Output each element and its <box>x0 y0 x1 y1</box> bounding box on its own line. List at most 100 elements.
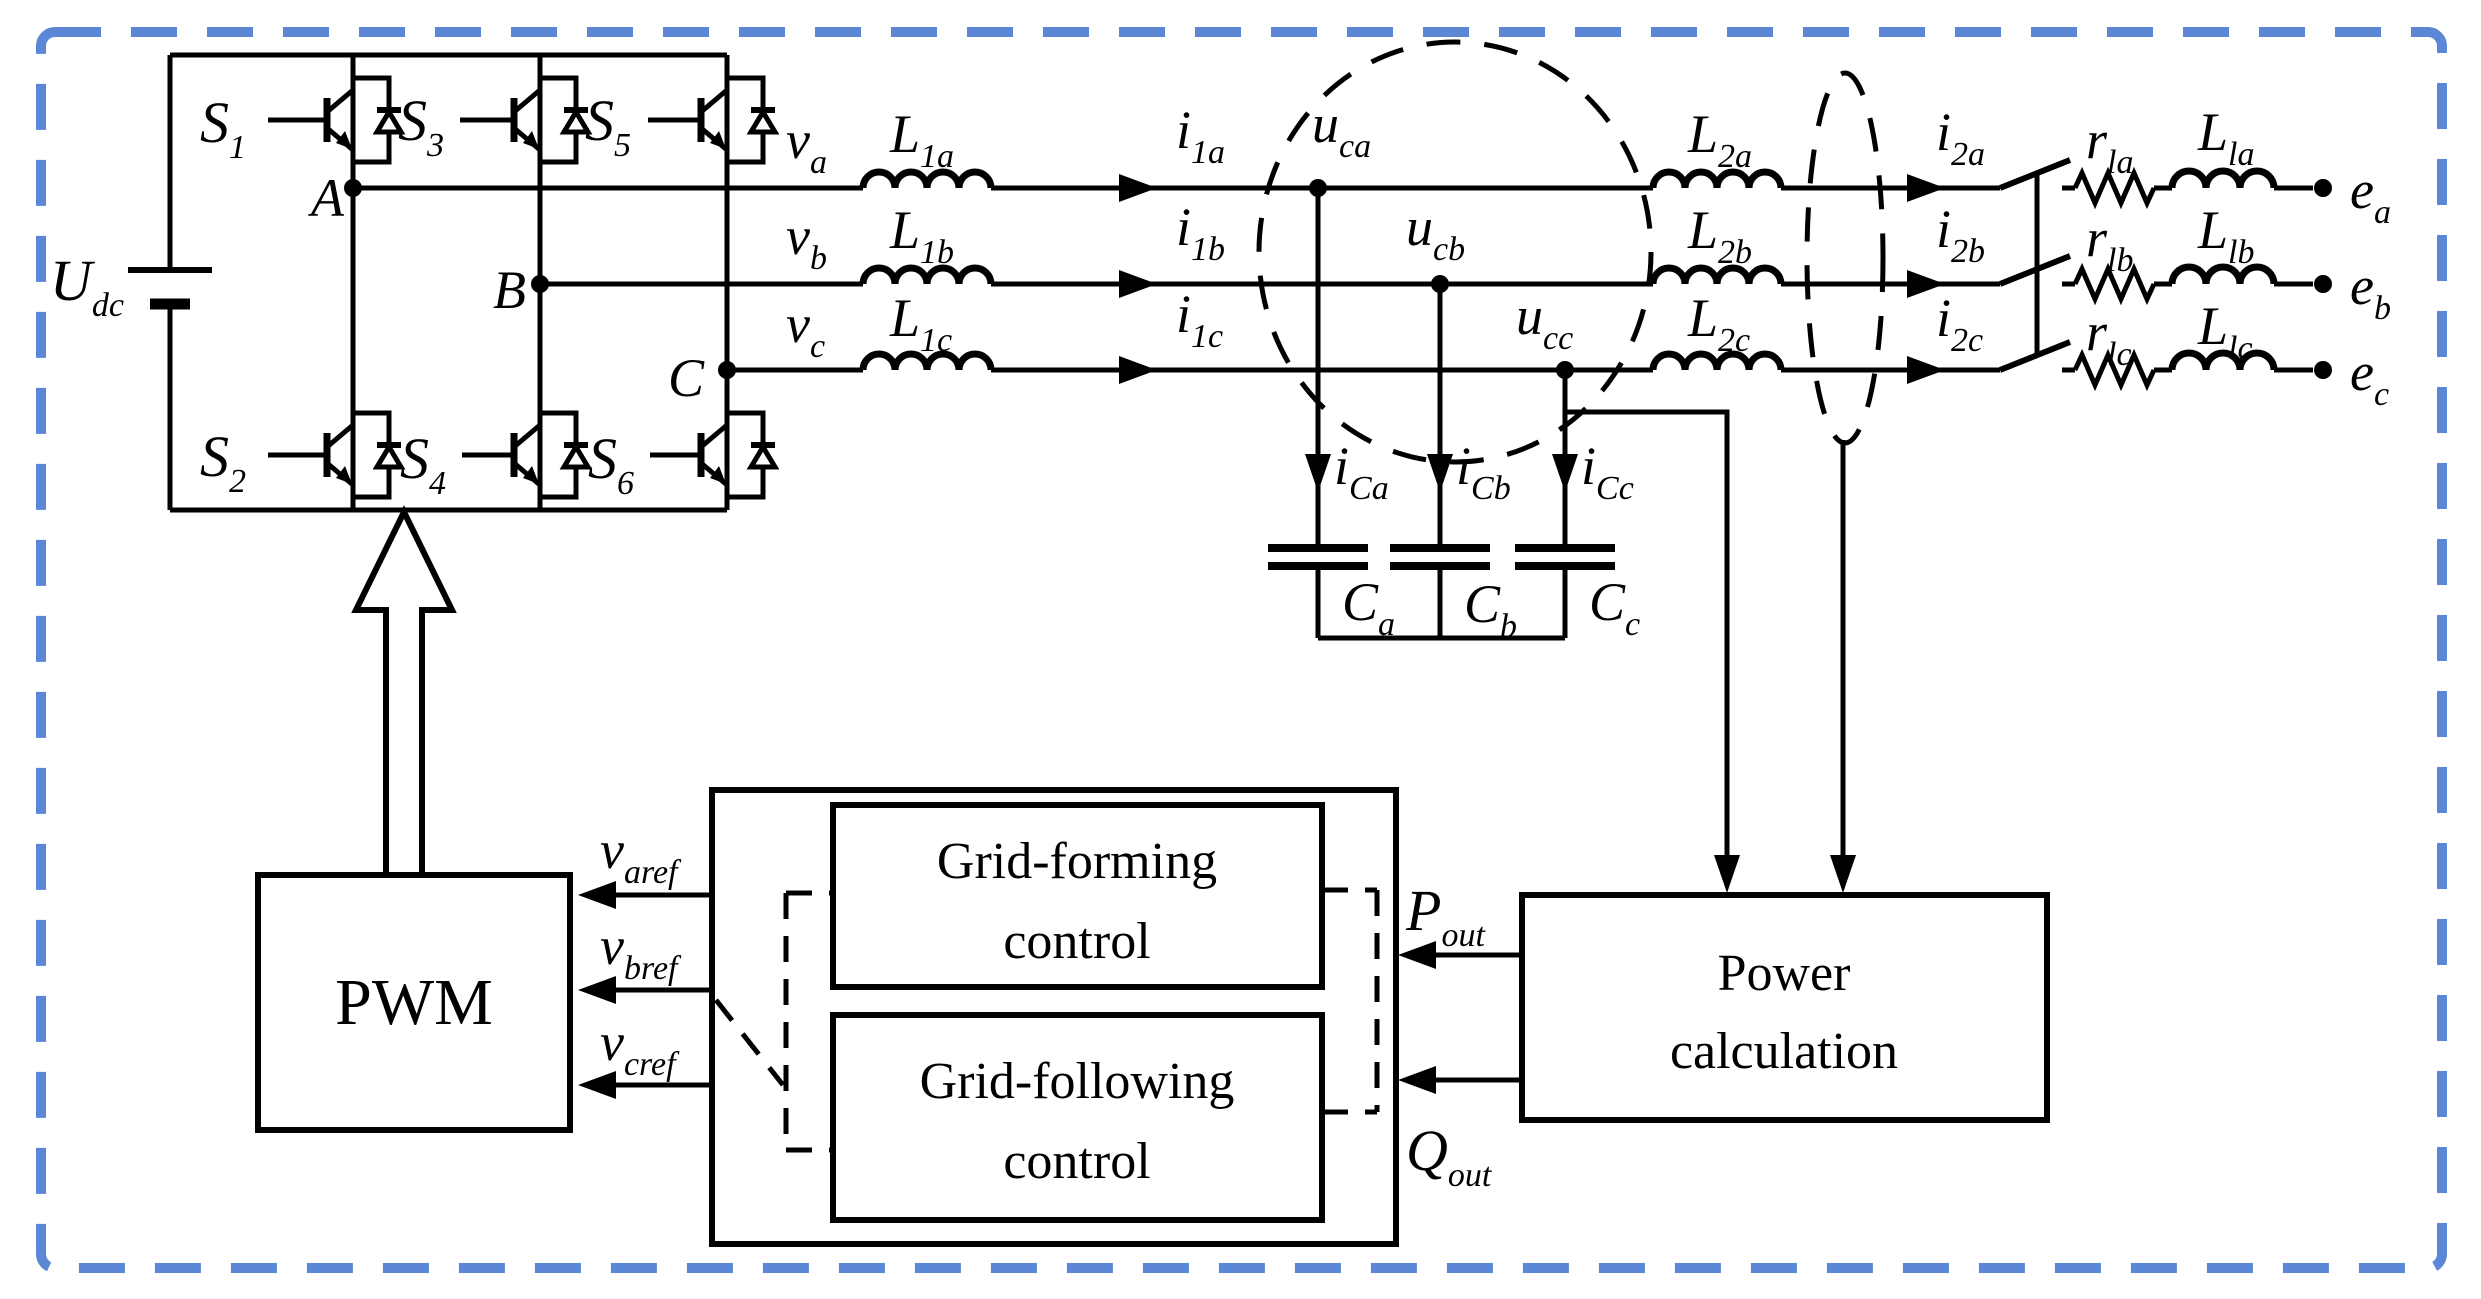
i1b-label: i1b <box>1176 197 1225 268</box>
i2a-label: i2a <box>1936 102 1985 173</box>
ucc-label: ucc <box>1516 286 1573 357</box>
lla-label: Lla <box>2197 102 2255 173</box>
s6-label: S6 <box>588 426 634 502</box>
icc-label: iCc <box>1581 436 1634 507</box>
i1c-label: i1c <box>1176 284 1223 355</box>
filter-capacitor-bank <box>1268 188 1615 641</box>
battery-symbol <box>128 267 212 310</box>
grid-breaker <box>1998 157 2072 373</box>
igbt-s4 <box>514 413 588 497</box>
grid-following-block <box>830 1012 1325 1223</box>
vc-label: vc <box>786 294 825 365</box>
inductor-l2a <box>1653 172 1781 188</box>
varef-arrowhead <box>578 881 616 909</box>
grid-terminal-a-dot <box>2314 179 2332 197</box>
s5-label: S5 <box>585 88 631 164</box>
node-c-label: C <box>668 348 705 408</box>
cap-current-arrow-b <box>1427 454 1453 492</box>
figure-frame <box>36 27 2447 1273</box>
mode-selector-switch <box>714 887 1380 1153</box>
selector-left-stubs <box>786 890 833 1153</box>
pwm-block-label: PWM <box>335 966 493 1039</box>
ucb-label: ucb <box>1406 197 1465 268</box>
grid-forming-label-line2: control <box>1003 913 1150 970</box>
capacitor-ca <box>1268 548 1368 566</box>
pout-arrowhead <box>1398 941 1436 969</box>
inductor-l2b <box>1653 268 1781 284</box>
pwm-block <box>255 872 573 1133</box>
l2a-label: L2a <box>1687 104 1752 175</box>
i2c-label: i2c <box>1936 288 1983 359</box>
l1a-label: L1a <box>889 104 954 175</box>
grid-terminal-b-dot <box>2314 275 2332 293</box>
measurement-feed-lines <box>1565 409 1856 893</box>
current-measurement-ellipse <box>1804 70 1886 446</box>
selector-right-stubs <box>1322 887 1377 1115</box>
grid-forming-label-line1: Grid-forming <box>937 833 1217 890</box>
pq-shafts <box>1436 952 1522 1083</box>
vref-shafts <box>616 892 712 1088</box>
phase-lines <box>353 171 2332 385</box>
qout-arrowhead <box>1398 1066 1436 1094</box>
power-calculation-label-line1: Power <box>1718 945 1851 1002</box>
l1c-label: L1c <box>889 288 952 359</box>
capacitor-cc <box>1515 548 1615 566</box>
l1b-label: L1b <box>889 200 954 271</box>
selector-blade <box>714 998 785 1087</box>
cb-label: Cb <box>1464 574 1517 645</box>
current-arrow-i1b <box>1119 270 1157 298</box>
l2b-label: L2b <box>1687 200 1752 271</box>
inductor-l2c <box>1653 354 1781 370</box>
vb-label: vb <box>786 206 827 277</box>
current-arrow-i2c <box>1907 356 1945 384</box>
s1-label: S1 <box>200 90 246 166</box>
reference-signal-arrows <box>578 881 712 1099</box>
ica-label: iCa <box>1334 436 1389 507</box>
rlc-label: rlc <box>2086 302 2132 373</box>
current-arrow-i2a <box>1907 174 1945 202</box>
vcref-arrowhead <box>578 1071 616 1099</box>
inductor-llb <box>2172 267 2274 284</box>
pwm-gate-signal-arrow <box>351 505 457 878</box>
icb-label: iCb <box>1456 436 1511 507</box>
vbref-arrowhead <box>578 976 616 1004</box>
llc-label: Llc <box>2197 296 2253 367</box>
uca-label: uca <box>1312 94 1371 165</box>
igbt-s1 <box>327 78 401 162</box>
igbt-s2 <box>327 413 401 497</box>
gate-leads <box>268 117 701 458</box>
cap-current-arrow-a <box>1305 454 1331 492</box>
ec-label: ec <box>2350 342 2389 413</box>
grid-forming-block <box>830 802 1325 990</box>
grid-following-label-line1: Grid-following <box>920 1053 1235 1110</box>
voltage-measurement-ellipse <box>1256 39 1654 465</box>
voltage-feed-line <box>1565 409 1730 860</box>
power-calculation-label-line2: calculation <box>1670 1023 1898 1080</box>
pout-label: Pout <box>1405 878 1486 954</box>
vcref-label: vcref <box>600 1012 680 1083</box>
grid-following-label-line2: control <box>1003 1133 1150 1190</box>
grid-terminal-c-dot <box>2314 361 2332 379</box>
udc-label: Udc <box>50 248 124 324</box>
eb-label: eb <box>2350 256 2391 327</box>
varef-label: varef <box>600 820 682 891</box>
ca-label: Ca <box>1342 572 1395 643</box>
llb-label: Llb <box>2197 200 2255 271</box>
igbt-s6 <box>701 413 775 497</box>
va-label: va <box>786 110 827 181</box>
node-b-label: B <box>493 260 526 320</box>
power-signal-arrows <box>1398 941 1522 1094</box>
rla-label: rla <box>2086 110 2133 181</box>
ea-label: ea <box>2350 160 2391 231</box>
cap-current-arrow-c <box>1552 454 1578 492</box>
current-feed-arrow <box>1830 855 1856 893</box>
current-arrow-i1a <box>1119 174 1157 202</box>
i1a-label: i1a <box>1176 100 1225 171</box>
node-a-label: A <box>308 168 345 228</box>
s2-label: S2 <box>200 424 246 500</box>
current-arrow-i1c <box>1119 356 1157 384</box>
s3-label: S3 <box>398 88 444 164</box>
capacitor-cb <box>1390 548 1490 566</box>
power-calculation-block <box>1519 892 2050 1123</box>
